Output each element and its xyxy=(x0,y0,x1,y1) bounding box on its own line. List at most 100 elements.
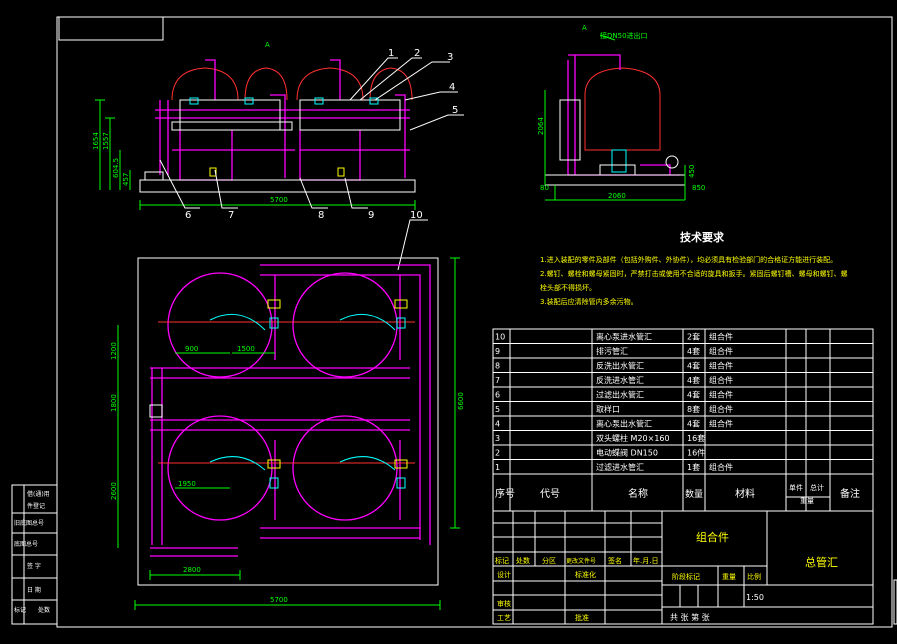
sig-12: 工艺 xyxy=(497,614,511,622)
sig-6: 设计 xyxy=(497,570,511,579)
part-qty: 8套 xyxy=(687,404,700,414)
dim-plan-b: 1800 xyxy=(110,394,118,412)
strip-label-6: 标记 xyxy=(14,606,26,614)
part-no: 1 xyxy=(495,463,500,472)
dim-front-h4: 457 xyxy=(122,173,130,186)
callout-1: 1 xyxy=(388,48,394,59)
dim-plan-height: 6600 xyxy=(457,392,465,410)
callout-5: 5 xyxy=(452,105,458,116)
sig-3: 更改文件号 xyxy=(566,557,596,565)
part-name: 过滤出水管汇 xyxy=(596,390,644,400)
sig-8: 阶段标记 xyxy=(672,572,700,581)
part-no: 3 xyxy=(495,434,500,443)
part-qty: 4套 xyxy=(687,346,700,356)
tech-line-1: 1.进入装配的零件及部件（包括外购件、外协件），均必须具有检验部门的合格证方能进… xyxy=(540,255,837,264)
callout-4: 4 xyxy=(449,82,455,93)
part-qty: 4套 xyxy=(687,375,700,385)
part-name: 反洗进水管汇 xyxy=(596,375,644,385)
strip-label-5: 日 期 xyxy=(27,586,41,594)
dim-plan-g: 1950 xyxy=(178,480,196,488)
dim-plan-width: 5700 xyxy=(270,596,288,604)
part-qty: 16套 xyxy=(687,433,705,443)
col-no: 序号 xyxy=(495,487,515,500)
tech-line-4: 3.装配后应清除管内多余污物。 xyxy=(540,297,638,306)
part-no: 9 xyxy=(495,347,500,356)
callout-9: 9 xyxy=(368,210,374,221)
col-name: 名称 xyxy=(628,487,648,500)
tech-line-3: 栓头部不得损坏。 xyxy=(540,283,596,292)
sig-0: 标记 xyxy=(495,556,509,565)
part-material: 组合件 xyxy=(709,419,733,429)
dim-side-base: 80 xyxy=(540,184,549,192)
part-no: 5 xyxy=(495,405,500,414)
dim-side-width: 2060 xyxy=(608,192,626,200)
dim-front-width: 5700 xyxy=(270,196,288,204)
part-material: 组合件 xyxy=(709,462,733,472)
part-qty: 2套 xyxy=(687,332,700,342)
part-name: 反洗出水管汇 xyxy=(596,361,644,371)
strip-label-0: 借(通)用 xyxy=(27,490,50,498)
part-name: 过滤进水管汇 xyxy=(596,462,644,472)
strip-label-2: 旧底图总号 xyxy=(14,519,44,527)
col-qty: 数量 xyxy=(685,488,703,500)
assembly-label: 组合件 xyxy=(696,530,729,544)
tech-title: 技术要求 xyxy=(680,230,725,244)
part-material: 组合件 xyxy=(709,346,733,356)
drawing-name: 总管汇 xyxy=(805,555,838,569)
left-strip: 借(通)用 件登记 旧底图总号 底图总号 签 字 日 期 标记 处数 xyxy=(12,485,57,624)
col-unit: 单件 xyxy=(789,483,803,492)
part-name: 排污管汇 xyxy=(596,346,628,356)
callout-3: 3 xyxy=(447,52,453,63)
part-no: 2 xyxy=(495,449,500,458)
scale-value: 1:50 xyxy=(746,593,764,602)
strip-label-4: 签 字 xyxy=(27,562,41,570)
callout-10: 10 xyxy=(410,210,423,221)
strip-label-1: 件登记 xyxy=(27,502,45,510)
part-name: 离心泵出水管汇 xyxy=(596,419,652,429)
sig-1: 处数 xyxy=(516,556,530,565)
callout-6: 6 xyxy=(185,210,191,221)
dim-plan-d: 2800 xyxy=(183,566,201,574)
tech-line-2: 2.螺钉、螺栓和螺母紧固时，严禁打击或使用不合适的旋具和扳手。紧固后螺钉槽、螺母… xyxy=(540,269,848,278)
title-block xyxy=(492,510,874,625)
part-material: 组合件 xyxy=(709,332,733,342)
view-a-label: A xyxy=(265,41,270,49)
sig-10: 比例 xyxy=(747,572,761,581)
part-qty: 4套 xyxy=(687,390,700,400)
side-view-a: A xyxy=(582,24,587,32)
part-name: 取样口 xyxy=(596,404,620,414)
dim-side-height: 2064 xyxy=(537,117,545,135)
parts-table xyxy=(492,328,874,512)
sig-4: 签名 xyxy=(608,556,622,565)
part-name: 离心泵进水管汇 xyxy=(596,332,652,342)
col-weight: 重量 xyxy=(800,497,814,505)
part-name: 双头螺柱 M20×160 xyxy=(596,433,670,443)
part-no: 7 xyxy=(495,376,500,385)
part-material: 组合件 xyxy=(709,375,733,385)
dim-plan-c: 2600 xyxy=(110,482,118,500)
dim-side-offset: 850 xyxy=(692,184,705,192)
sig-2: 分区 xyxy=(542,556,556,565)
part-qty: 1套 xyxy=(687,462,700,472)
dim-plan-e: 900 xyxy=(185,345,198,353)
col-material: 材料 xyxy=(735,487,755,500)
part-qty: 4套 xyxy=(687,419,700,429)
part-no: 10 xyxy=(495,333,505,342)
part-material: 组合件 xyxy=(709,390,733,400)
col-remark: 备注 xyxy=(840,487,860,500)
part-no: 8 xyxy=(495,362,500,371)
callout-8: 8 xyxy=(318,210,324,221)
callout-2: 2 xyxy=(414,48,420,59)
sig-9: 重量 xyxy=(722,573,736,581)
strip-label-7: 处数 xyxy=(38,606,50,614)
part-qty: 16件 xyxy=(687,448,705,458)
dim-front-h1: 1654 xyxy=(92,132,100,150)
dim-side-pipe: 450 xyxy=(688,165,696,178)
plan-view xyxy=(117,257,460,610)
side-view xyxy=(544,34,686,201)
part-no: 4 xyxy=(495,420,500,429)
part-qty: 4套 xyxy=(687,361,700,371)
sheet-count: 共 张 第 张 xyxy=(670,612,710,622)
part-name: 电动蝶阀 DN150 xyxy=(596,448,658,458)
